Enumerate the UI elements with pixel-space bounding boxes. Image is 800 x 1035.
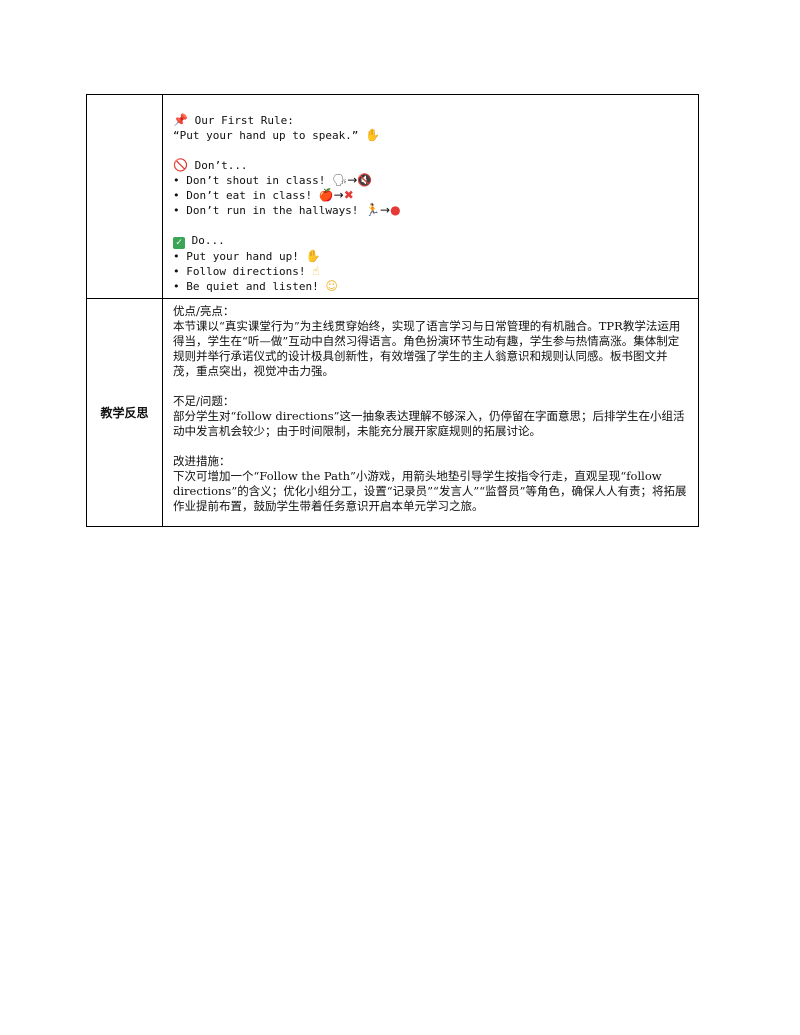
reflection-row-label: 教学反思: [86, 298, 163, 527]
apple-icon: 🍎: [318, 188, 334, 202]
do-item: • Put your hand up!: [173, 250, 299, 263]
do-item: • Follow directions!: [173, 265, 306, 278]
section-heading: 优点/亮点：: [173, 304, 235, 318]
reflection-row: 教学反思 优点/亮点： 本节课以“真实课堂行为”为主线贯穿始终，实现了语言学习与…: [86, 298, 699, 527]
section-body: 下次可增加一个“Follow the Path”小游戏，用箭头地垫引导学生按指令…: [173, 469, 687, 513]
raised-hand-icon: ✋: [305, 249, 321, 263]
check-mark-icon: ✓: [173, 237, 185, 249]
arrow-icon: →: [333, 188, 344, 202]
arrow-icon: →: [347, 173, 358, 187]
dont-item: • Don’t shout in class!: [173, 174, 326, 187]
section-body: 本节课以“真实课堂行为”为主线贯穿始终，实现了语言学习与日常管理的有机融合。TP…: [173, 319, 681, 378]
section-body: 部分学生对“follow directions”这一抽象表达理解不够深入，仍停留…: [173, 409, 685, 438]
rules-content: 📌 Our First Rule: “Put your hand up to s…: [163, 95, 698, 298]
do-item: • Be quiet and listen!: [173, 280, 319, 293]
dont-item: • Don’t eat in class!: [173, 189, 313, 202]
rules-row: 📌 Our First Rule: “Put your hand up to s…: [86, 94, 699, 299]
quiet-face-icon: ☺: [325, 279, 338, 293]
arrow-icon: →: [380, 203, 391, 217]
spacer: [173, 218, 690, 233]
cross-mark-icon: ✖: [343, 188, 354, 202]
stop-sign-icon: ●: [390, 203, 401, 217]
no-entry-icon: 🚫: [173, 158, 188, 172]
shouting-head-icon: 🗣: [331, 173, 348, 187]
pushpin-icon: 📌: [173, 113, 188, 127]
spacer: [173, 439, 690, 454]
section-heading: 不足/问题：: [173, 394, 235, 408]
section-heading: 改进措施：: [173, 454, 231, 468]
running-person-icon: 🏃: [365, 203, 381, 217]
spacer: [173, 143, 690, 158]
pointing-finger-icon: ☝: [312, 264, 320, 278]
reflection-cell: 优点/亮点： 本节课以“真实课堂行为”为主线贯穿始终，实现了语言学习与日常管理的…: [162, 298, 699, 527]
reflection-content: 优点/亮点： 本节课以“真实课堂行为”为主线贯穿始终，实现了语言学习与日常管理的…: [163, 299, 698, 526]
raised-hand-icon: ✋: [365, 128, 381, 142]
do-header: Do...: [191, 234, 225, 247]
rules-row-label: [86, 94, 163, 299]
rule-quote: “Put your hand up to speak.”: [173, 129, 359, 142]
dont-header: Don’t...: [194, 159, 248, 172]
rules-cell: 📌 Our First Rule: “Put your hand up to s…: [162, 94, 699, 299]
lesson-table: 📌 Our First Rule: “Put your hand up to s…: [86, 94, 699, 527]
dont-item: • Don’t run in the hallways!: [173, 204, 359, 217]
muted-icon: 🔇: [357, 173, 373, 187]
spacer: [173, 379, 690, 394]
rule-title: Our First Rule:: [194, 114, 294, 127]
